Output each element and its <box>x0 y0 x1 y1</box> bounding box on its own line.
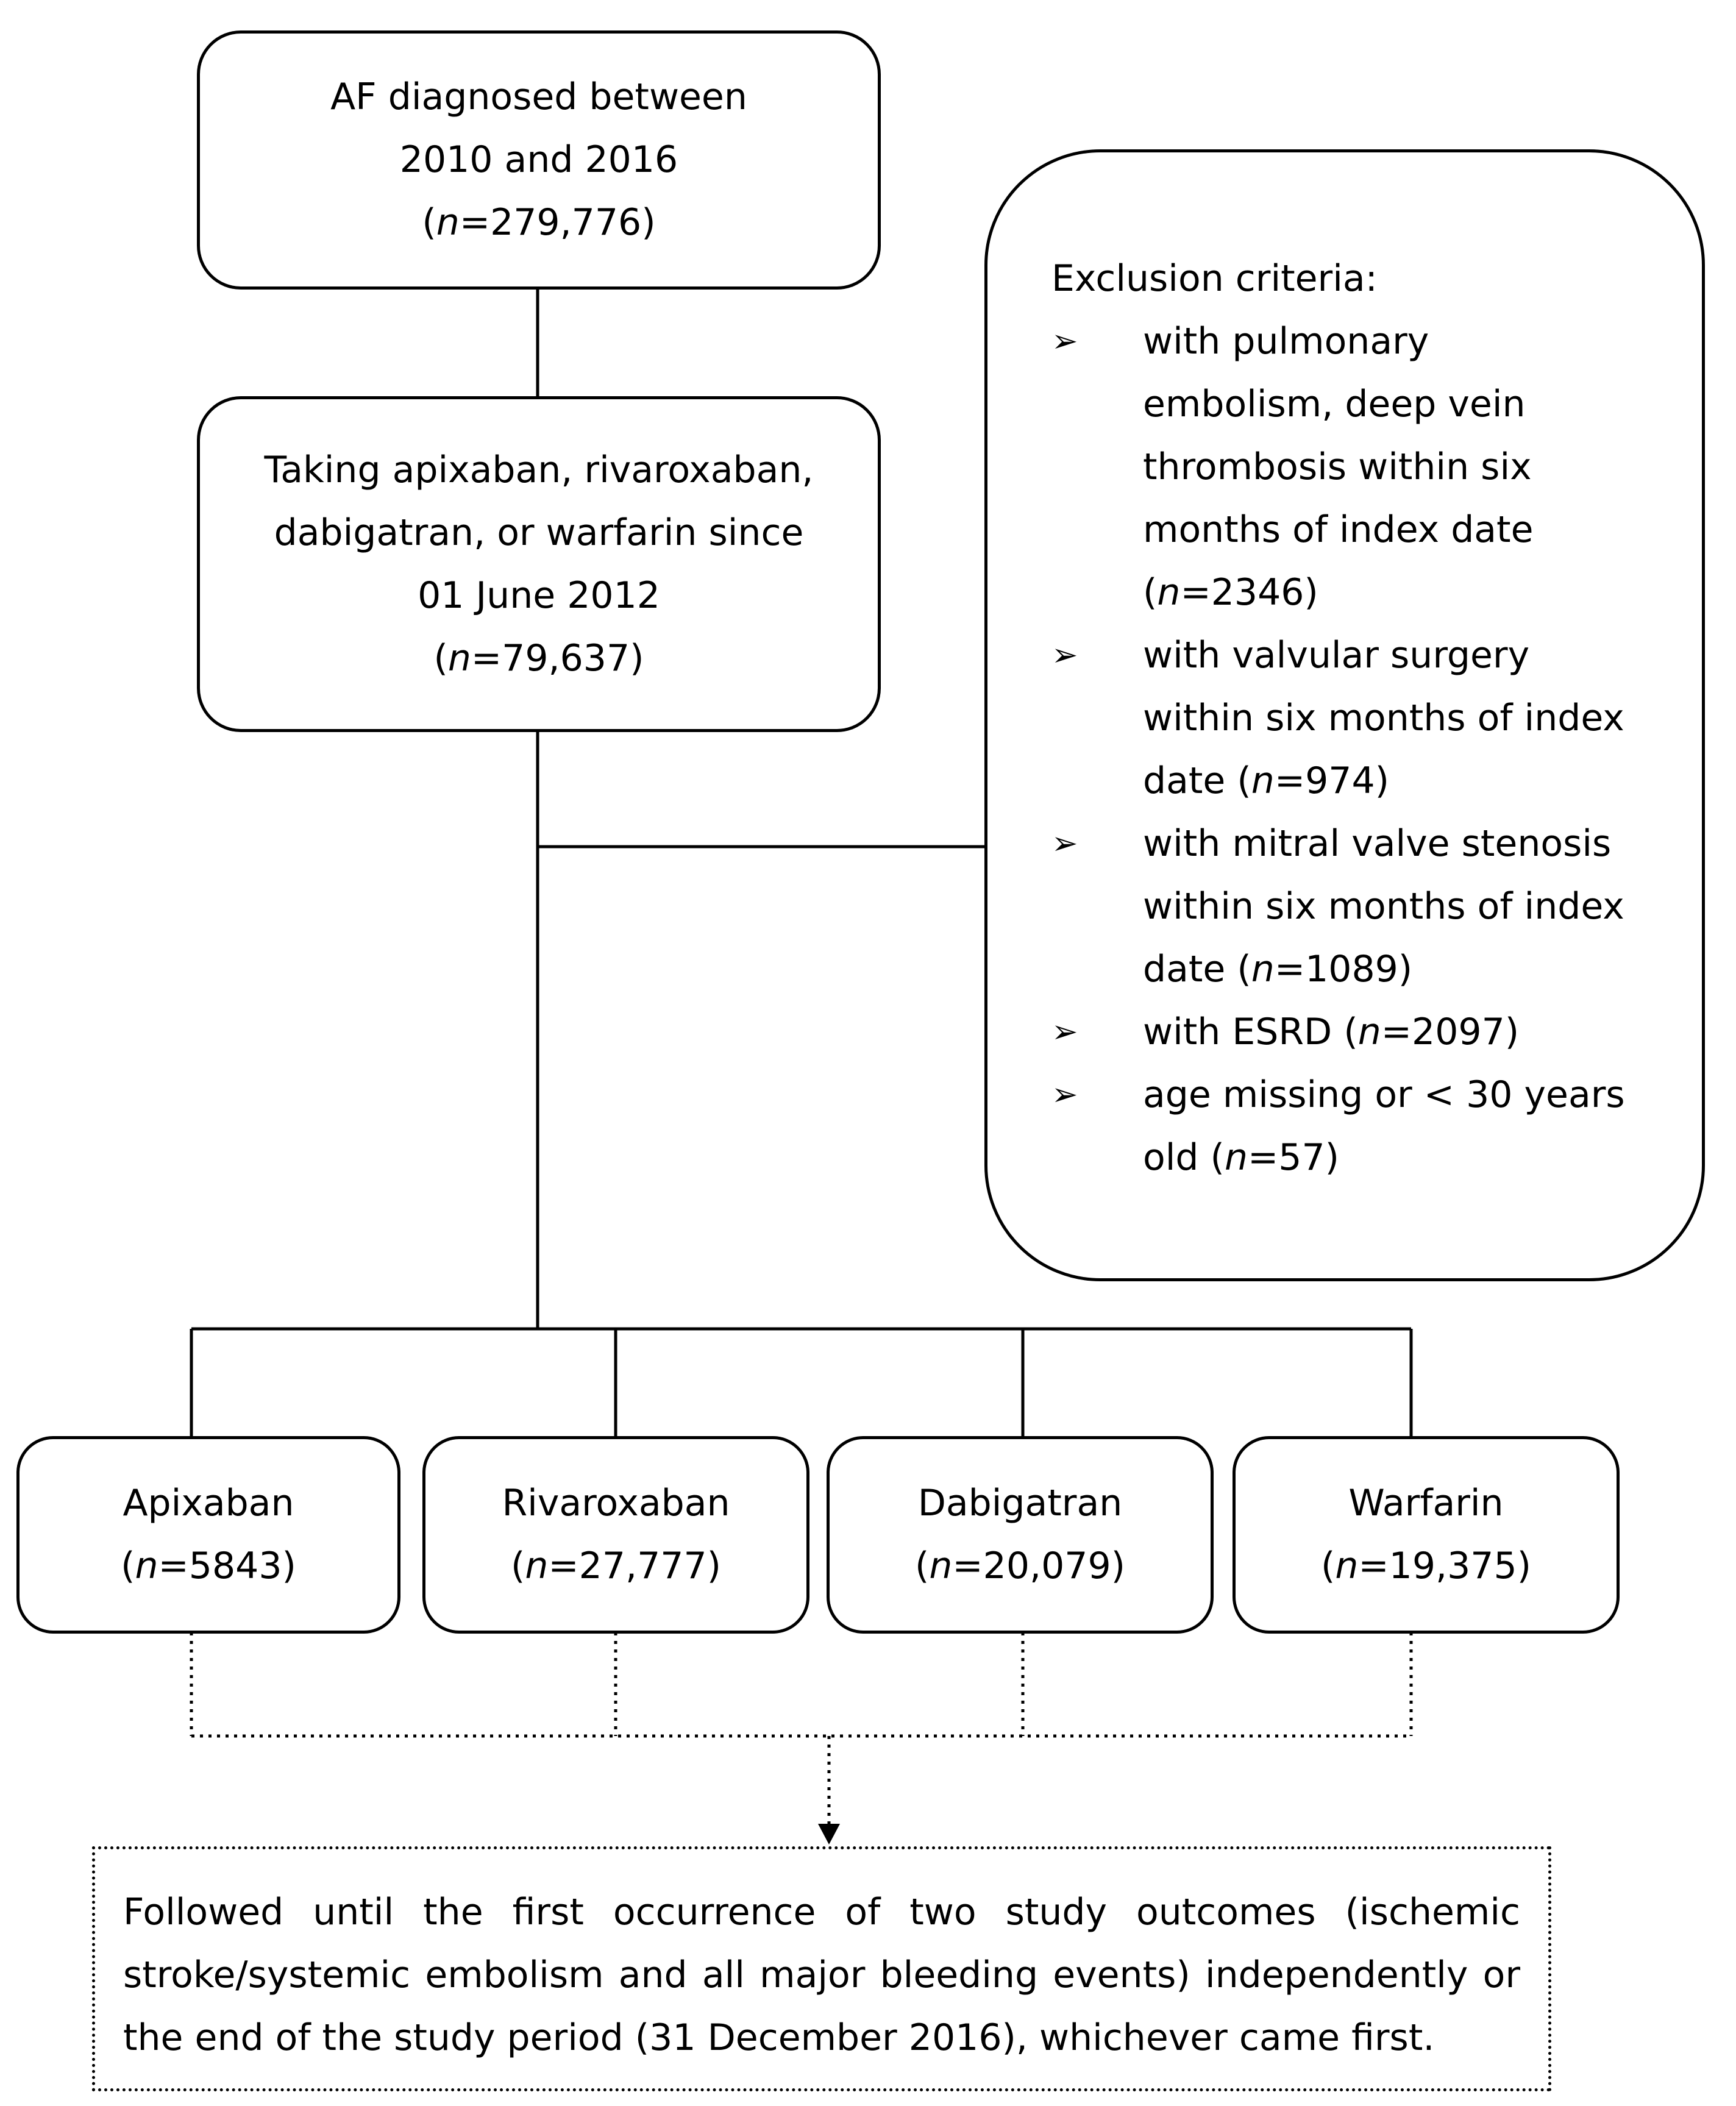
warfarin-box: Warfarin (n=19,375) <box>1233 1436 1620 1634</box>
exclusion-count: (n=2346) <box>1143 571 1318 614</box>
arrow-bullet-icon: ➢ <box>1051 323 1078 360</box>
rivaroxaban-count: (n=27,777) <box>510 1545 722 1587</box>
taking-line-3: 01 June 2012 <box>418 574 660 617</box>
arrow-bullet-icon: ➢ <box>1051 1014 1078 1050</box>
exclusion-item-pulmonary: ➢ with pulmonary embolism, deep vein thr… <box>1051 310 1653 624</box>
exclusion-item-esrd: ➢ with ESRD (n=2097) <box>1051 1001 1653 1064</box>
dabigatran-label: Dabigatran <box>917 1482 1123 1524</box>
dabigatran-count: (n=20,079) <box>914 1545 1126 1587</box>
af-diagnosed-line-1: AF diagnosed between <box>330 76 747 118</box>
arrowhead-icon <box>818 1824 840 1845</box>
arrow-bullet-icon: ➢ <box>1051 1076 1078 1113</box>
follow-up-box: Followed until the first occurrence of t… <box>92 1846 1551 2091</box>
follow-up-line-1: Followed until the first occurrence of t… <box>123 1891 1520 1933</box>
apixaban-label: Apixaban <box>123 1482 294 1524</box>
af-diagnosed-box: AF diagnosed between 2010 and 2016 (n=27… <box>197 30 881 290</box>
rivaroxaban-box: Rivaroxaban (n=27,777) <box>422 1436 809 1634</box>
warfarin-count: (n=19,375) <box>1320 1545 1532 1587</box>
n-symbol: n <box>436 201 460 244</box>
taking-count: (n=79,637) <box>433 636 644 680</box>
exclusion-item-mitral-stenosis: ➢ with mitral valve stenosis within six … <box>1051 813 1653 1001</box>
taking-anticoagulant-box: Taking apixaban, rivaroxaban, dabigatran… <box>197 396 881 732</box>
n-symbol: n <box>447 636 471 680</box>
dabigatran-box: Dabigatran (n=20,079) <box>827 1436 1214 1634</box>
exclusion-item-age: ➢ age missing or < 30 years old (n=57) <box>1051 1064 1653 1189</box>
arrow-bullet-icon: ➢ <box>1051 825 1078 862</box>
apixaban-count: (n=5843) <box>121 1545 296 1587</box>
apixaban-box: Apixaban (n=5843) <box>16 1436 400 1634</box>
arrow-bullet-icon: ➢ <box>1051 637 1078 674</box>
af-diagnosed-line-2: 2010 and 2016 <box>399 138 678 181</box>
exclusion-item-valvular-surgery: ➢ with valvular surgery within six month… <box>1051 624 1653 813</box>
rivaroxaban-label: Rivaroxaban <box>502 1482 730 1524</box>
taking-line-2: dabigatran, or warfarin since <box>274 511 804 554</box>
taking-line-1: Taking apixaban, rivaroxaban, <box>264 448 814 491</box>
exclusion-list: ➢ with pulmonary embolism, deep vein thr… <box>1051 310 1653 1189</box>
exclusion-criteria-box: Exclusion criteria: ➢ with pulmonary emb… <box>984 149 1705 1281</box>
warfarin-label: Warfarin <box>1348 1482 1504 1524</box>
follow-up-line-3: the end of the study period (31 December… <box>123 2016 1435 2059</box>
follow-up-line-2: stroke/systemic embolism and all major b… <box>123 1954 1520 1996</box>
exclusion-title: Exclusion criteria: <box>1051 257 1378 300</box>
af-diagnosed-count: (n=279,776) <box>422 201 656 244</box>
